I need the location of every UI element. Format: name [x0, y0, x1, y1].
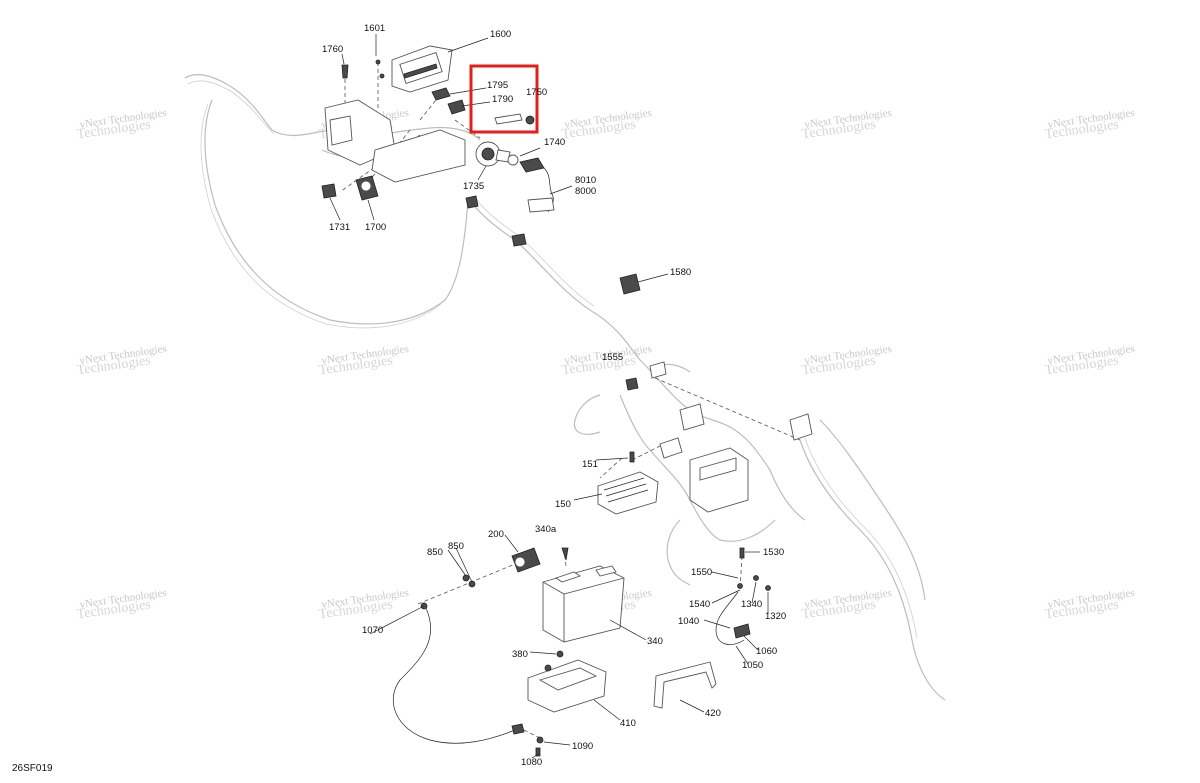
- battery-cable-part: [392, 607, 516, 744]
- cable-terminal-part: [733, 623, 751, 639]
- screw-part: [535, 747, 541, 757]
- connector-part: [431, 87, 451, 101]
- battery-part: [542, 565, 625, 643]
- callout-151: 151: [582, 459, 598, 470]
- socket-part: [355, 175, 379, 201]
- watermark: vNext Technologies Technologies: [76, 107, 168, 143]
- vent-part: [561, 547, 569, 561]
- callout-850-right: 850: [448, 541, 464, 552]
- watermark: vNext Technologies Technologies: [76, 343, 168, 379]
- callout-1080: 1080: [521, 757, 542, 768]
- callout-200: 200: [488, 529, 504, 540]
- watermark: vNext Technologies Technologies: [801, 587, 893, 623]
- callout-1750: 1750: [526, 87, 547, 98]
- screw-part: [379, 73, 385, 79]
- callout-1601: 1601: [364, 23, 385, 34]
- callout-labels: 1601 1600 1760 1795 1790 1750 1740 1735 …: [322, 23, 786, 768]
- fuse-box-part: [649, 361, 813, 513]
- connector-part: [447, 99, 466, 115]
- watermark: vNext Technologies Technologies: [1044, 107, 1136, 143]
- callout-1060: 1060: [756, 646, 777, 657]
- screw-part: [375, 59, 381, 65]
- callout-1530: 1530: [763, 547, 784, 558]
- callout-1540: 1540: [689, 599, 710, 610]
- callout-1600: 1600: [490, 29, 511, 40]
- screw-part: [629, 451, 635, 463]
- watermark: vNext Technologies Technologies: [318, 587, 410, 623]
- nut-part: [753, 575, 759, 581]
- coil-wire-part: [507, 154, 555, 213]
- nut-part: [462, 574, 470, 582]
- callout-1790: 1790: [492, 94, 513, 105]
- callout-1760: 1760: [322, 44, 343, 55]
- callout-420: 420: [705, 708, 721, 719]
- nut-part: [544, 664, 552, 672]
- watermark: vNext Technologies Technologies: [801, 343, 893, 379]
- callout-410: 410: [620, 718, 636, 729]
- watermark: vNext Technologies Technologies: [1044, 343, 1136, 379]
- callout-1555: 1555: [602, 352, 623, 363]
- callout-1320: 1320: [765, 611, 786, 622]
- screw-part: [739, 547, 745, 559]
- wiring-harness: [184, 74, 946, 701]
- nut-part: [737, 583, 743, 589]
- callout-1731: 1731: [329, 222, 350, 233]
- watermark: vNext Technologies Technologies: [318, 343, 410, 379]
- callout-8000: 8000: [575, 186, 596, 197]
- callout-340a: 340a: [535, 524, 557, 535]
- harness-clip-part: [465, 195, 479, 209]
- callout-1700: 1700: [365, 222, 386, 233]
- gauge-bracket-part: [324, 99, 466, 183]
- battery-strap-part: [653, 661, 717, 709]
- diagram-reference-code: 26SF019: [12, 763, 53, 774]
- screw-part: [341, 64, 349, 79]
- sensor-part: [494, 113, 535, 125]
- nut-part: [765, 585, 771, 591]
- voltage-regulator-part: [597, 471, 659, 515]
- callout-1090: 1090: [572, 741, 593, 752]
- nut-part: [556, 650, 564, 658]
- callout-150: 150: [555, 499, 571, 510]
- harness-clip-part: [625, 377, 639, 391]
- highlight-box: [469, 64, 539, 134]
- callout-1740: 1740: [544, 137, 565, 148]
- nut-part: [536, 736, 544, 744]
- callout-1070: 1070: [362, 625, 383, 636]
- connector-part: [321, 183, 337, 199]
- callout-1340: 1340: [741, 599, 762, 610]
- harness-clip-part: [511, 233, 527, 247]
- cable-terminal-part: [511, 723, 525, 735]
- callout-1040: 1040: [678, 616, 699, 627]
- callout-1550: 1550: [691, 567, 712, 578]
- switch-part: [475, 141, 511, 167]
- gauge-display-part: [391, 45, 453, 93]
- watermark: vNext Technologies Technologies: [1044, 587, 1136, 623]
- connector-part: [619, 273, 641, 295]
- callout-1735: 1735: [463, 181, 484, 192]
- parts-art: [321, 45, 813, 757]
- battery-tray-part: [527, 659, 607, 713]
- ground-cable-part: [715, 591, 745, 645]
- watermark-layer: vNext Technologies Technologies vNext Te…: [76, 107, 1136, 623]
- leader-lines: [329, 34, 769, 759]
- callout-340: 340: [647, 636, 663, 647]
- solenoid-part: [511, 547, 541, 573]
- callout-1580: 1580: [670, 267, 691, 278]
- callout-1050: 1050: [742, 660, 763, 671]
- watermark: vNext Technologies Technologies: [801, 107, 893, 143]
- watermark: vNext Technologies Technologies: [561, 107, 653, 143]
- callout-380: 380: [512, 649, 528, 660]
- watermark: vNext Technologies Technologies: [76, 587, 168, 623]
- callout-1795: 1795: [487, 80, 508, 91]
- nut-part: [468, 580, 476, 588]
- callout-850-left: 850: [427, 547, 443, 558]
- callout-8010: 8010: [575, 175, 596, 186]
